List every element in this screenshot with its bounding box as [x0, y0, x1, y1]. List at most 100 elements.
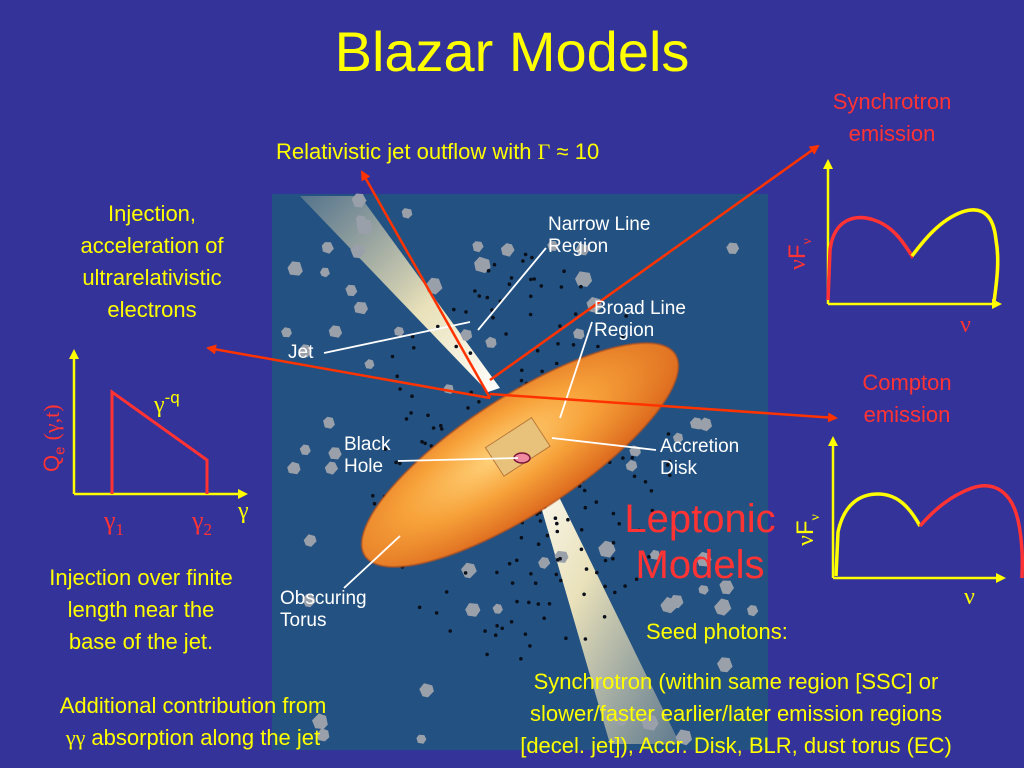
nlr-cloud [698, 417, 712, 432]
nlr-cloud [465, 603, 481, 617]
power-law-label: γ-q [154, 388, 180, 419]
blr-dot [409, 411, 413, 415]
blr-dot [566, 517, 570, 522]
nlr-cloud [500, 243, 515, 257]
blr-dot [530, 255, 534, 260]
blr-dot [564, 636, 568, 640]
blr-dot [491, 315, 495, 320]
blr-dot [473, 289, 477, 293]
nlr-cloud [298, 344, 312, 358]
blr-dot [539, 284, 544, 288]
blr-dot [493, 633, 498, 637]
injection-text: Injection, acceleration of ultrarelativi… [40, 198, 264, 326]
nlr-cloud [714, 598, 732, 616]
blr-dot [650, 508, 655, 513]
blr-dot [483, 629, 487, 633]
blr-dot [523, 252, 528, 257]
blr-dot [538, 519, 543, 523]
injection-note-line-1: Injection over finite [49, 565, 233, 590]
blr-dot [420, 440, 424, 444]
seed-photons-heading: Seed photons: [646, 619, 788, 644]
blr-dot [439, 423, 443, 428]
nlr-cloud [312, 713, 328, 730]
nlr-cloud [672, 432, 684, 443]
blr-dot [602, 615, 607, 619]
blr-dot [668, 473, 672, 478]
lorentz-gamma-symbol: Γ [537, 139, 551, 164]
blr-dot [611, 511, 616, 516]
blr-dot [632, 474, 637, 479]
injection-line-4: electrons [107, 297, 197, 322]
synchrotron-plot [823, 159, 1002, 309]
blr-dot [504, 332, 508, 336]
gamma-gamma-symbol: γγ [65, 725, 86, 750]
blr-dot [519, 657, 523, 661]
blr-dot [595, 570, 599, 575]
gamma2-subscript: 2 [203, 520, 213, 540]
broad-line-region-label: Broad Line Region [594, 298, 686, 342]
narrow-line-region-label: Narrow Line Region [548, 214, 650, 258]
blr-dot [495, 624, 499, 628]
blr-dot [573, 312, 578, 316]
nlr-cloud [328, 447, 342, 460]
accretion-label-2: Disk [660, 458, 697, 479]
blr-dot [554, 361, 559, 366]
blr-dot [594, 500, 599, 504]
blr-dot [410, 334, 415, 339]
blr-dot [558, 324, 562, 328]
blr-dot [372, 501, 377, 506]
blr-dot [485, 652, 489, 657]
gamma1-subscript: 1 [115, 520, 125, 540]
blr-dot [637, 528, 641, 533]
blr-dot [528, 312, 533, 317]
nlr-cloud [281, 327, 292, 338]
compton-line-2: emission [863, 402, 951, 427]
blr-dot [532, 277, 536, 281]
blr-dot [410, 394, 414, 399]
synchrotron-x-label: ν [960, 312, 971, 338]
nlr-cloud [419, 683, 434, 698]
synchrotron-title: Synchrotron emission [806, 86, 978, 150]
nlr-cloud [649, 549, 661, 560]
blr-dot [634, 577, 639, 581]
jet-label: Jet [288, 342, 314, 363]
blr-dot [495, 570, 499, 575]
nlr-cloud [355, 215, 367, 226]
blr-dot [417, 605, 422, 610]
blr-dot [507, 561, 512, 566]
blr-dot [559, 285, 564, 289]
nlr-cloud [598, 540, 616, 558]
q-subscript: e [51, 446, 69, 455]
agn-illustration [272, 193, 768, 750]
nlr-cloud [345, 284, 358, 297]
blr-dot [611, 540, 616, 545]
lorentz-value: ≈ 10 [556, 139, 600, 164]
nlr-cloud [538, 557, 551, 569]
blr-dot [436, 324, 440, 329]
compton-line-1: Compton [862, 370, 952, 395]
blr-dot [464, 310, 468, 314]
nlr-cloud [717, 657, 733, 673]
blr-dot [583, 505, 588, 510]
compton-plot [828, 436, 1024, 583]
blr-dot [643, 480, 648, 484]
blr-dot [579, 528, 584, 532]
nlr-cloud [316, 728, 330, 742]
agn-pointer-lines [323, 247, 657, 589]
blr-dot [536, 542, 541, 546]
gamma2-symbol: γ [192, 506, 204, 535]
nlr-cloud [303, 534, 317, 547]
blr-dot [492, 262, 497, 267]
blr-dot [477, 400, 481, 404]
blr-dot [412, 346, 416, 350]
blr-dot [562, 269, 566, 274]
obscuring-torus-label: Obscuring Torus [280, 588, 367, 632]
compton-sed-red [918, 484, 1024, 579]
nlr-cloud [575, 243, 590, 256]
blr-dot [666, 432, 671, 436]
narrow-line-label-1: Narrow Line [548, 214, 651, 235]
blr-dot [515, 558, 519, 563]
leptonic-line-2: Models [635, 543, 765, 587]
injection-arrow [206, 344, 491, 400]
